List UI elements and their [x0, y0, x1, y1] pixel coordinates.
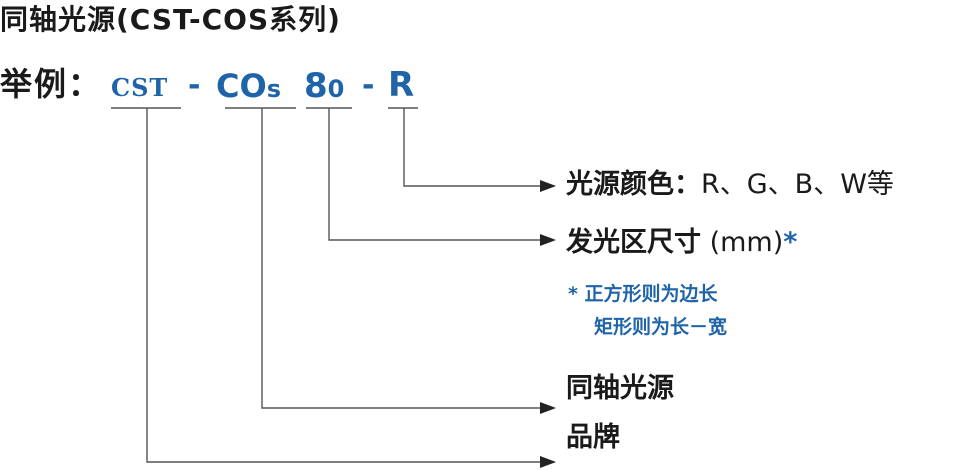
- page-title: 同轴光源(CST-COS系列): [0, 3, 341, 36]
- code-segment-brand: CST: [111, 73, 169, 102]
- code-segment-color: R: [388, 65, 415, 105]
- code-segment-series: COs: [216, 64, 281, 111]
- series-code-main: CO: [216, 67, 267, 105]
- size-code-small: 0: [327, 75, 345, 103]
- arrow-icon-color: [540, 180, 556, 192]
- connector-series: [261, 108, 540, 409]
- connector-color: [403, 108, 540, 187]
- arrow-icon-brand: [540, 456, 556, 468]
- label-emitting-size-name: 发光区尺寸: [566, 227, 701, 258]
- label-brand: 品牌: [566, 422, 620, 453]
- label-light-color-values: R、G、B、W等: [701, 169, 894, 200]
- connector-brand: [146, 108, 540, 463]
- code-separator-2: -: [362, 68, 375, 103]
- code-segment-size: 80: [304, 64, 344, 111]
- label-emitting-size-star: *: [783, 227, 798, 258]
- label-light-color: 光源颜色：R、G、B、W等: [566, 168, 894, 202]
- label-series: 同轴光源: [566, 373, 674, 404]
- size-code-main: 8: [304, 66, 328, 106]
- example-label: 举例：: [0, 65, 103, 103]
- series-code-small: s: [266, 75, 281, 103]
- note-square: * 正方形则为边长: [568, 283, 718, 305]
- label-emitting-size-unit: (mm): [701, 227, 784, 258]
- label-emitting-size: 发光区尺寸 (mm)*: [566, 226, 797, 260]
- label-light-color-name: 光源颜色：: [566, 169, 701, 200]
- code-separator-1: -: [188, 68, 201, 103]
- connector-size: [328, 108, 540, 241]
- arrow-icon-size: [540, 234, 556, 246]
- arrow-icon-series: [540, 402, 556, 414]
- note-rectangle: 矩形则为长－宽: [594, 316, 728, 338]
